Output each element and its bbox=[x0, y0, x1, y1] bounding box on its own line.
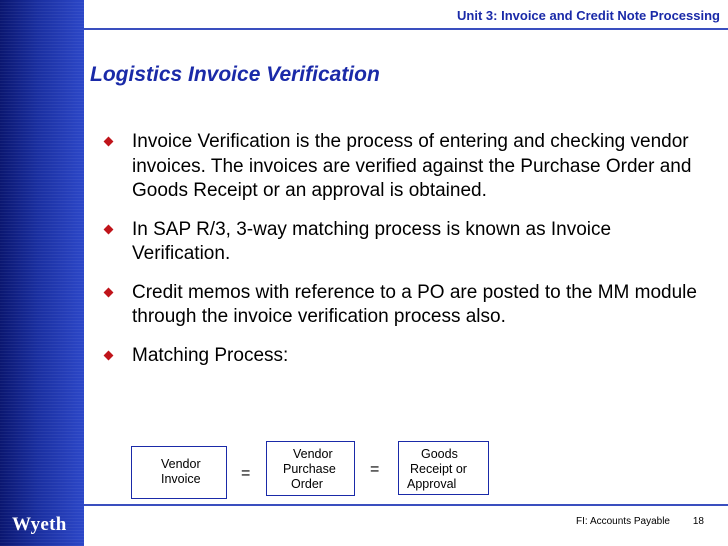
bullet-item: Matching Process: bbox=[103, 344, 703, 369]
page-number: 18 bbox=[692, 516, 704, 527]
slide-title: Logistics Invoice Verification bbox=[90, 63, 380, 86]
wyeth-logo: Wyeth bbox=[12, 514, 67, 535]
bullet-text: Matching Process: bbox=[132, 344, 289, 366]
box-line: Purchase bbox=[283, 462, 336, 476]
box-line: Invoice bbox=[161, 472, 201, 486]
box-line: Order bbox=[291, 477, 323, 491]
bullet-item: In SAP R/3, 3-way matching process is kn… bbox=[103, 218, 703, 267]
diamond-bullet-icon bbox=[103, 136, 114, 147]
sidebar-band bbox=[0, 0, 84, 546]
equals-sign: = bbox=[241, 465, 251, 482]
box-line: Vendor bbox=[161, 457, 201, 471]
unit-header: Unit 3: Invoice and Credit Note Processi… bbox=[457, 8, 720, 23]
diamond-bullet-icon bbox=[103, 350, 114, 360]
header-divider bbox=[84, 28, 728, 30]
bullet-text: In SAP R/3, 3-way matching process is kn… bbox=[132, 218, 612, 265]
bullet-text: Invoice Verification is the process of e… bbox=[132, 131, 692, 201]
bullet-item: Invoice Verification is the process of e… bbox=[103, 130, 703, 204]
goods-receipt-box: Goods Receipt or Approval bbox=[398, 441, 489, 495]
equals-sign: = bbox=[370, 461, 380, 478]
footer-divider bbox=[84, 504, 728, 506]
bullet-text: Credit memos with reference to a PO are … bbox=[132, 281, 697, 328]
purchase-order-box: Vendor Purchase Order bbox=[266, 441, 355, 496]
bullet-list: Invoice Verification is the process of e… bbox=[103, 130, 703, 382]
diamond-bullet-icon bbox=[103, 224, 114, 234]
box-line: Vendor bbox=[293, 447, 333, 461]
box-line: Receipt or bbox=[410, 462, 467, 476]
box-line: Goods bbox=[421, 447, 458, 461]
course-footer: FI: Accounts Payable bbox=[576, 516, 670, 527]
bullet-item: Credit memos with reference to a PO are … bbox=[103, 281, 703, 330]
box-line: Approval bbox=[407, 477, 457, 491]
diamond-bullet-icon bbox=[103, 287, 114, 297]
vendor-invoice-box: Vendor Invoice bbox=[131, 446, 227, 499]
